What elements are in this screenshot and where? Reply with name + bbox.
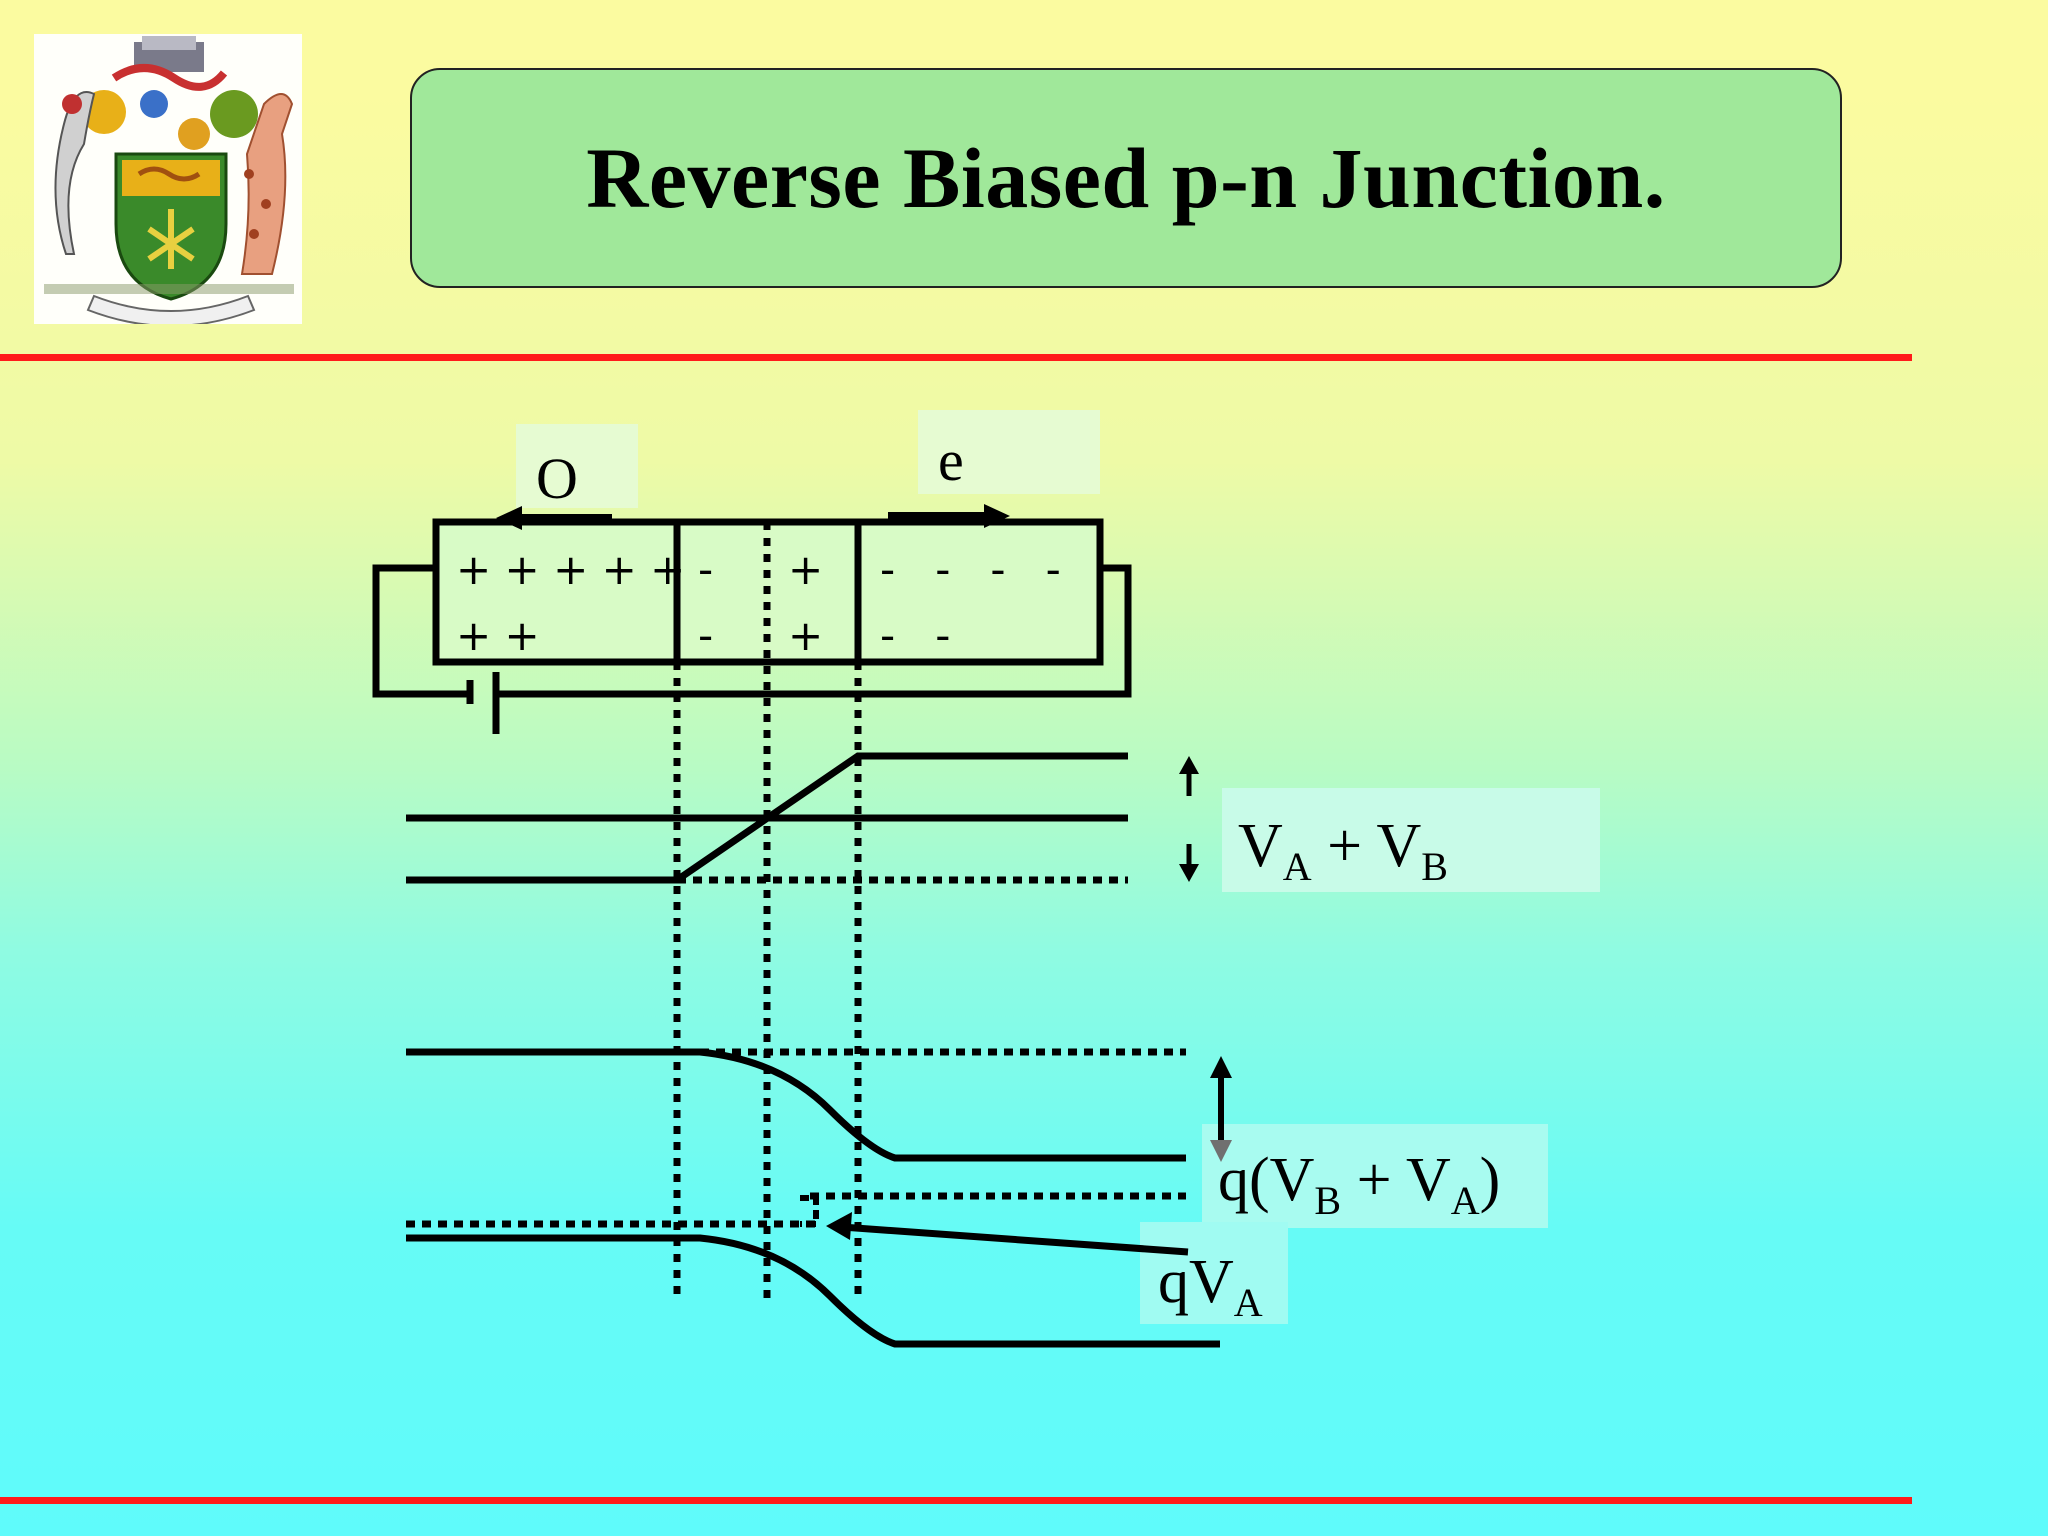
slide-title: Reverse Biased p-n Junction. xyxy=(586,130,1666,226)
electron-label: e xyxy=(938,428,964,493)
hole-arrowhead-icon xyxy=(496,506,522,530)
potential-label: VA + VB xyxy=(1238,812,1448,889)
electron-arrowhead-icon xyxy=(984,504,1010,528)
depletion-pos-row2: + xyxy=(788,611,823,660)
conduction-band xyxy=(406,1048,1186,1162)
potential-label-bg xyxy=(1222,788,1600,892)
potential-up-arrow-icon xyxy=(1179,756,1199,774)
n-charges-row2: - - xyxy=(880,611,950,660)
potential-profile xyxy=(406,752,1128,884)
barrier-up-arrow-icon xyxy=(1210,1056,1232,1078)
valence-band xyxy=(406,1234,1220,1348)
p-charges-row2: + + xyxy=(456,611,540,660)
barrier-label-bg xyxy=(1202,1124,1548,1228)
n-charges-row1: - - - - xyxy=(880,545,1061,594)
electron-label-bg xyxy=(918,410,1100,494)
hole-label: O xyxy=(536,446,578,511)
hole-label-bg xyxy=(516,424,638,508)
potential-down-arrow-icon xyxy=(1179,864,1199,882)
applied-label-bg xyxy=(1140,1222,1288,1324)
left-wire xyxy=(372,564,470,698)
coat-of-arms-logo xyxy=(34,34,302,324)
title-box: Reverse Biased p-n Junction. xyxy=(410,68,1842,288)
applied-pointer-shaft xyxy=(841,1223,1189,1256)
barrier-down-arrow-icon xyxy=(1210,1140,1232,1162)
depletion-neg-row1: - xyxy=(698,545,713,594)
fermi-split-bracket xyxy=(800,1195,819,1227)
right-wire xyxy=(496,564,1132,698)
depletion-neg-row2: - xyxy=(698,611,713,660)
depletion-pos-row1: + xyxy=(788,545,823,594)
applied-pointer-arrowhead-icon xyxy=(826,1212,852,1240)
bottom-divider xyxy=(0,1497,1912,1504)
applied-voltage-label: qVA xyxy=(1158,1248,1263,1325)
coat-of-arms-icon xyxy=(44,36,294,324)
top-divider xyxy=(0,354,1912,361)
p-charges-row1: + + + + + xyxy=(456,545,685,594)
barrier-label: q(VB + VA) xyxy=(1218,1146,1500,1223)
